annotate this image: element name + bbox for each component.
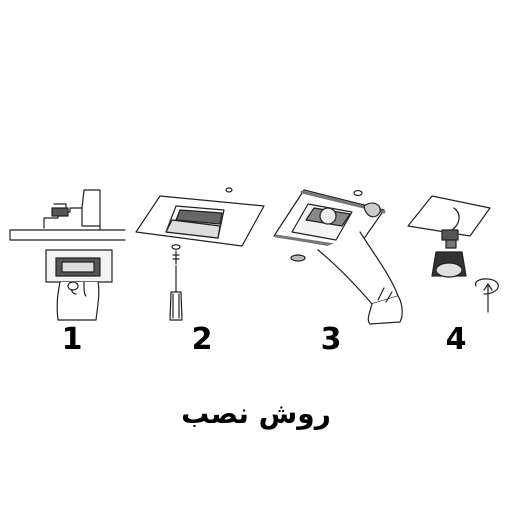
step-4-illustration bbox=[407, 195, 499, 313]
step-3-illustration bbox=[273, 189, 403, 325]
step-1-illustration bbox=[9, 189, 126, 321]
step-number-3: 3 bbox=[320, 322, 342, 357]
installation-method-caption: روش نصب bbox=[181, 397, 331, 430]
step-number-4: 4 bbox=[445, 322, 467, 357]
step-2-illustration bbox=[135, 187, 265, 321]
step-number-1: 1 bbox=[61, 322, 83, 357]
step-number-2: 2 bbox=[191, 322, 213, 357]
